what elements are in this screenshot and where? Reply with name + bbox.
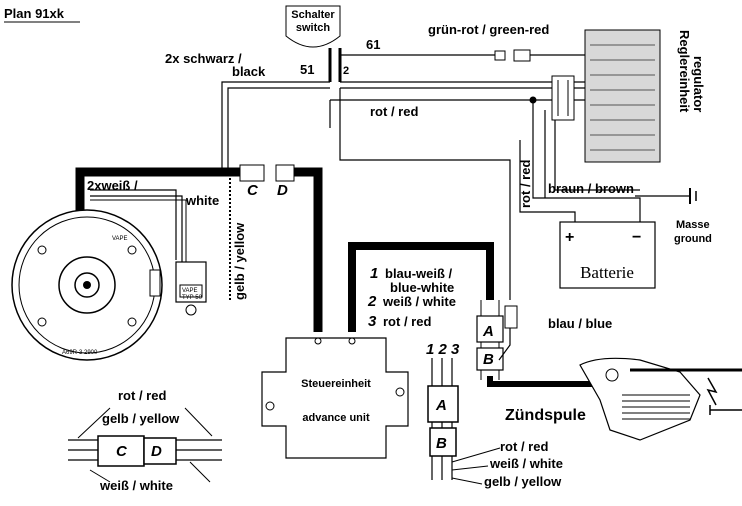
detail-b-label: B — [436, 435, 447, 452]
detail-cd-red: rot / red — [118, 388, 166, 403]
diagram-title: Plan 91xk — [4, 6, 65, 21]
battery-plus: + — [565, 229, 574, 246]
regulator-unit: Reglereinheit regulator — [551, 29, 706, 163]
connector-ab-main: A B — [476, 300, 600, 387]
advance-text-1: blau-weiß / — [385, 266, 453, 281]
connector-label-c: C — [247, 182, 259, 199]
stator-brand: VAPE — [112, 236, 128, 242]
ground-label-en: ground — [674, 233, 712, 245]
pickup-badge-2: TYP 50 — [182, 295, 203, 301]
detail-c-label: C — [116, 443, 128, 460]
label-blue: blau / blue — [548, 316, 612, 331]
switch-terminal-61: 61 — [366, 37, 380, 52]
stator-part: A69R-3 2900 — [62, 350, 98, 356]
connector-a-label: A — [482, 323, 494, 340]
detail-a-label: A — [435, 397, 447, 414]
label-white-2: white — [185, 193, 219, 208]
detail-ab-yellow: gelb / yellow — [484, 474, 562, 489]
label-white-1: 2xweiß / — [87, 178, 138, 193]
detail-cd-yellow: gelb / yellow — [102, 411, 180, 426]
regulator-label-de: Reglereinheit — [677, 30, 692, 113]
ignition-coil-label: Zündspule — [505, 407, 586, 424]
ignition-coil: Zündspule — [505, 357, 742, 441]
detail-cd-connector: C D rot / red gelb / yellow weiß / white — [68, 388, 222, 493]
detail-d-label: D — [151, 443, 162, 460]
switch-terminal-51: 51 — [300, 62, 314, 77]
advance-text-2: weiß / white — [382, 294, 456, 309]
switch-label-en: switch — [296, 22, 331, 34]
connector-cd-top: C D — [239, 164, 295, 199]
detail-ab-connector: 1 2 3 A B rot / red weiß / white gelb / … — [426, 341, 563, 489]
connector-b-label: B — [483, 351, 494, 368]
detail-ab-white: weiß / white — [489, 456, 563, 471]
advance-text-1b: blue-white — [390, 280, 454, 295]
connector-label-d: D — [277, 182, 288, 199]
battery-minus: − — [632, 229, 641, 246]
pickup-sensor: VAPE TYP 50 — [175, 261, 207, 316]
label-black-1: 2x schwarz / — [165, 51, 242, 66]
advance-text-3: rot / red — [383, 314, 431, 329]
detail-ab-pins: 1 2 3 — [426, 341, 460, 358]
advance-num-1: 1 — [370, 265, 378, 282]
switch-label-de: Schalter — [291, 9, 335, 21]
advance-wire-list: 1 blau-weiß / blue-white 2 weiß / white … — [367, 265, 456, 330]
advance-num-3: 3 — [368, 313, 377, 330]
wire-bundle — [221, 49, 697, 300]
ground-label-de: Masse — [676, 219, 710, 231]
stator: VAPE A69R-3 2900 — [11, 209, 163, 361]
detail-cd-white: weiß / white — [99, 478, 173, 493]
label-brown: braun / brown — [548, 181, 634, 196]
label-red-top: rot / red — [370, 104, 418, 119]
detail-ab-red: rot / red — [500, 439, 548, 454]
control-unit-label-en: advance unit — [302, 412, 370, 424]
label-red-vertical: rot / red — [518, 160, 533, 208]
switch-terminal-2: 2 — [343, 65, 349, 77]
label-green-red: grün-rot / green-red — [428, 22, 549, 37]
pickup-badge-1: VAPE — [182, 288, 198, 294]
battery-label: Batterie — [580, 263, 634, 282]
battery: + − Batterie — [559, 221, 656, 289]
control-unit-label-de: Steuereinheit — [301, 378, 371, 390]
ignition-switch: Schalter switch 51 2 61 — [285, 5, 380, 82]
label-yellow-vertical: gelb / yellow — [232, 222, 247, 300]
control-unit: Steuereinheit advance unit — [261, 337, 409, 459]
advance-num-2: 2 — [367, 293, 377, 310]
regulator-label-en: regulator — [691, 56, 706, 112]
label-black-2: black — [232, 64, 266, 79]
